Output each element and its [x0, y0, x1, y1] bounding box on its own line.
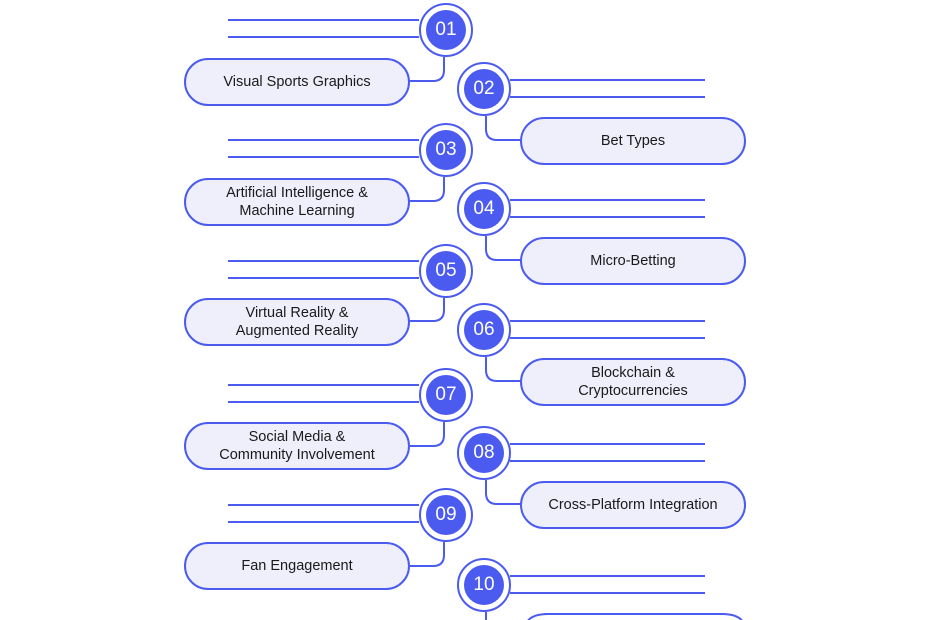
step-label-08: Cross-Platform Integration: [520, 481, 746, 529]
connector-04: [485, 236, 521, 261]
step-badge-03: 03: [419, 123, 473, 177]
connector-09: [409, 542, 445, 567]
step-number-06: 06: [464, 310, 504, 350]
step-number-10: 10: [464, 565, 504, 605]
lead-line-03: [228, 139, 419, 158]
connector-05: [409, 298, 445, 322]
step-badge-09: 09: [419, 488, 473, 542]
connector-03: [409, 177, 445, 202]
lead-line-06: [510, 320, 705, 339]
step-label-01: Visual Sports Graphics: [184, 58, 410, 106]
step-number-02: 02: [464, 69, 504, 109]
step-label-05: Virtual Reality & Augmented Reality: [184, 298, 410, 346]
connector-02: [485, 116, 521, 141]
step-number-04: 04: [464, 189, 504, 229]
step-label-09: Fan Engagement: [184, 542, 410, 590]
step-badge-02: 02: [457, 62, 511, 116]
step-badge-05: 05: [419, 244, 473, 298]
pill-10-edge: [527, 613, 743, 620]
lead-line-04: [510, 199, 705, 218]
step-badge-04: 04: [457, 182, 511, 236]
lead-line-10: [510, 575, 705, 594]
step-label-02: Bet Types: [520, 117, 746, 165]
lead-line-01: [228, 19, 419, 38]
step-badge-07: 07: [419, 368, 473, 422]
step-badge-06: 06: [457, 303, 511, 357]
step-badge-10: 10: [457, 558, 511, 612]
step-badge-08: 08: [457, 426, 511, 480]
connector-06: [485, 357, 521, 382]
lead-line-09: [228, 504, 419, 523]
step-number-01: 01: [426, 10, 466, 50]
connector-08: [485, 480, 521, 505]
lead-line-08: [510, 443, 705, 462]
connector-07: [409, 422, 445, 447]
connector-01: [409, 57, 445, 82]
step-label-06: Blockchain & Cryptocurrencies: [520, 358, 746, 406]
lead-line-05: [228, 260, 419, 279]
lead-line-07: [228, 384, 419, 403]
step-number-09: 09: [426, 495, 466, 535]
step-label-03: Artificial Intelligence & Machine Learni…: [184, 178, 410, 226]
lead-line-02: [510, 79, 705, 98]
step-number-07: 07: [426, 375, 466, 415]
step-label-04: Micro-Betting: [520, 237, 746, 285]
step-badge-01: 01: [419, 3, 473, 57]
step-number-05: 05: [426, 251, 466, 291]
step-label-07: Social Media & Community Involvement: [184, 422, 410, 470]
step-number-03: 03: [426, 130, 466, 170]
step-number-08: 08: [464, 433, 504, 473]
